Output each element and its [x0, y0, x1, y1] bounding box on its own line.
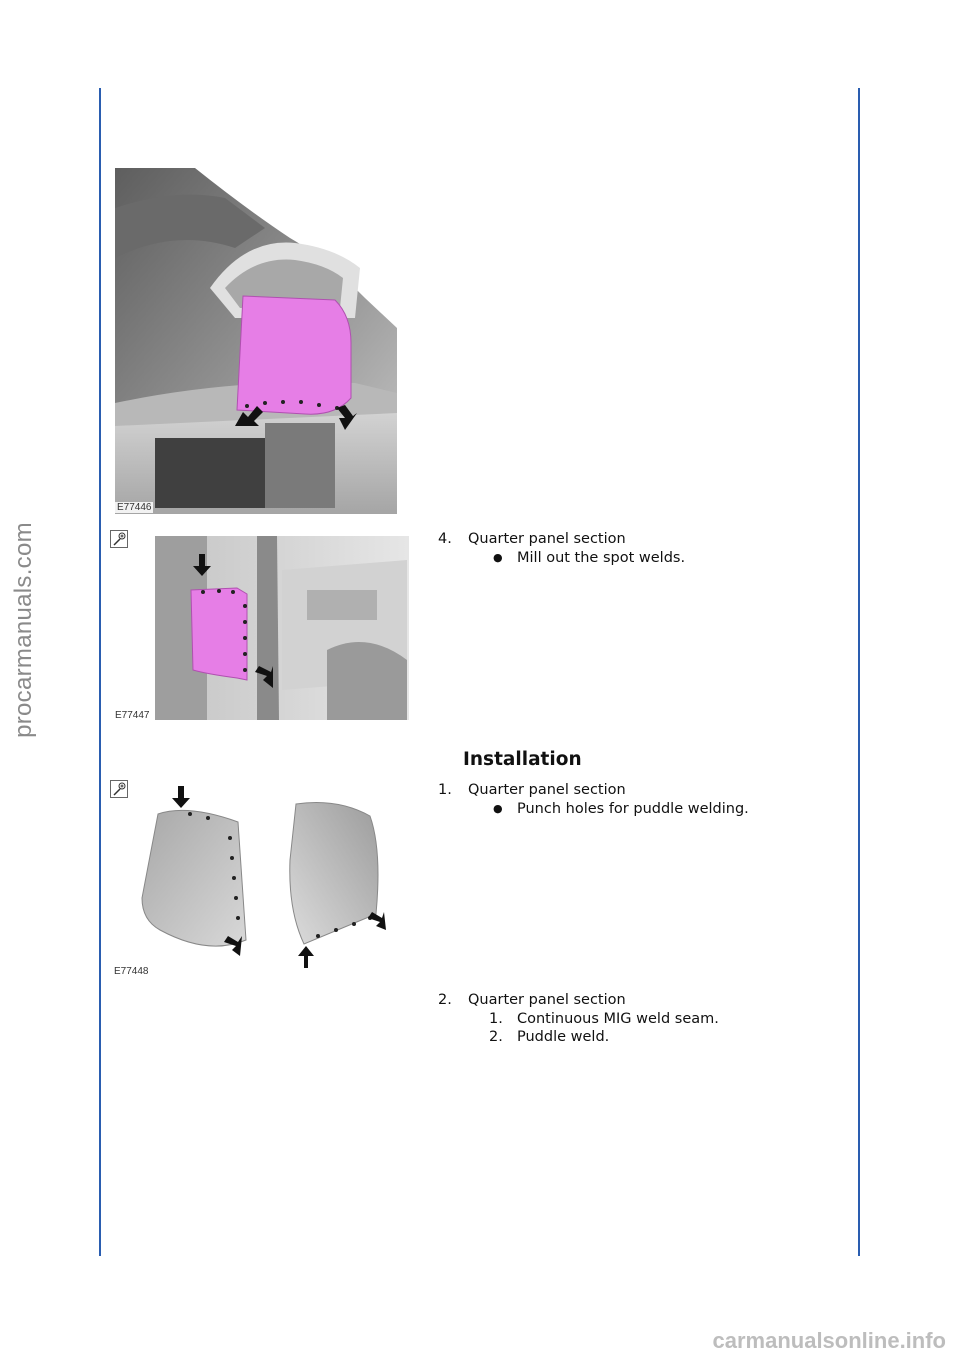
left-margin-rule — [99, 88, 101, 1256]
bullet-marker: ● — [493, 802, 503, 815]
footer-watermark: carmanualsonline.info — [712, 1328, 947, 1353]
zoom-icon[interactable] — [110, 780, 128, 798]
figure-label: E77446 — [115, 502, 154, 513]
zoom-icon[interactable] — [110, 530, 128, 548]
figure-e77448: E77448 — [108, 780, 408, 980]
list-marker: 2. — [489, 1029, 503, 1045]
bullet-marker: ● — [493, 551, 503, 564]
figure-label: E77448 — [112, 966, 151, 977]
figure-e77447: E77447 — [107, 530, 409, 720]
step-title: Quarter panel section — [468, 782, 626, 798]
list-marker: 1. — [489, 1011, 503, 1027]
right-margin-rule — [858, 88, 860, 1256]
bullet-text: Mill out the spot welds. — [517, 550, 686, 566]
highlighted-panel — [236, 295, 352, 415]
step-number: 4. — [438, 531, 452, 547]
step-number: 2. — [438, 992, 452, 1008]
side-watermark: procarmanuals.com — [10, 522, 37, 738]
step-title: Quarter panel section — [468, 531, 626, 547]
highlighted-panel — [190, 587, 248, 681]
list-text: Puddle weld. — [517, 1029, 610, 1045]
step-number: 1. — [438, 782, 452, 798]
section-heading: Installation — [463, 749, 582, 770]
step-title: Quarter panel section — [468, 992, 626, 1008]
list-text: Continuous MIG weld seam. — [517, 1011, 719, 1027]
figure-label: E77447 — [113, 710, 152, 720]
bullet-text: Punch holes for puddle welding. — [517, 801, 749, 817]
figure-e77446: E77446 — [115, 168, 397, 514]
